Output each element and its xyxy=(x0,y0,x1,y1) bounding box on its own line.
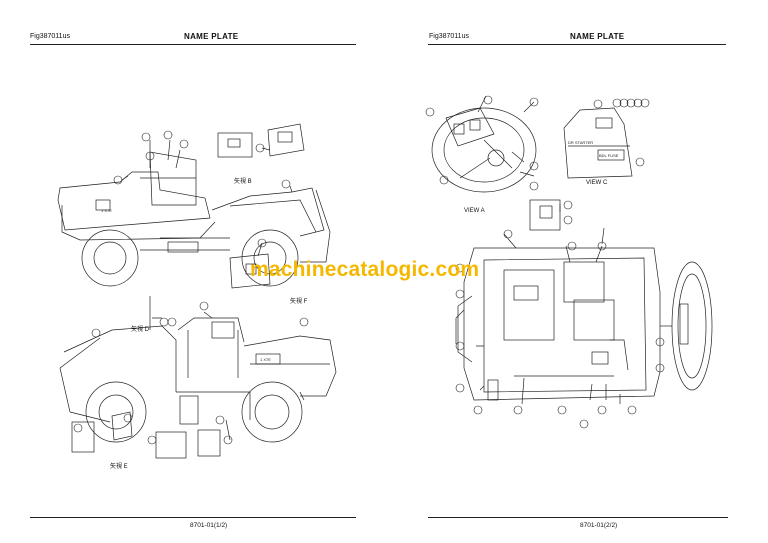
right-page-title: NAME PLATE xyxy=(570,32,625,41)
detail-plate-upper xyxy=(267,123,305,157)
view-label-a: VIEW A xyxy=(464,208,485,214)
view-label-b: 矢視 B xyxy=(234,179,252,185)
loader-side-view-lower: 1 X7E xyxy=(59,317,337,443)
right-page: Fig387011us NAME PLATE 8701-01(2/2) DR S… xyxy=(384,0,768,543)
left-page-title: NAME PLATE xyxy=(184,32,239,41)
right-header-rule xyxy=(428,44,726,45)
loader-side-view-upper: 1 X7E xyxy=(57,151,331,287)
bdl-fuse-label: BDL FUSE xyxy=(599,153,619,158)
view-e-plate-right xyxy=(155,431,187,459)
view-label-f: 矢視 F xyxy=(290,299,308,305)
left-page: Fig387011us NAME PLATE 8701-01(1/2) 1 X7… xyxy=(30,32,356,529)
right-footer-rule xyxy=(428,517,728,518)
view-f-plate-box xyxy=(229,253,271,289)
watermark-text: machinecatalogic.com xyxy=(250,258,480,281)
plate-label-upper: 1 X7E xyxy=(101,208,112,213)
right-fig-code: Fig387011us xyxy=(429,33,469,40)
plate-label-lower: 1 X7E xyxy=(260,357,271,362)
loader-top-view xyxy=(455,247,713,401)
left-footer-rule xyxy=(30,517,356,518)
view-label-d: 矢視 D xyxy=(131,327,150,333)
steering-wheel-view xyxy=(431,107,537,193)
view-label-c: VIEW C xyxy=(586,180,608,186)
left-fig-code: Fig387011us xyxy=(30,33,70,40)
right-drawing: DR STARTER BDL FUSE xyxy=(425,95,713,429)
view-c-panel xyxy=(563,107,633,179)
left-header-rule xyxy=(30,44,356,45)
view-a-plate xyxy=(529,199,561,231)
view-b-plate-box xyxy=(217,132,253,158)
right-footer-code: 8701-01(2/2) xyxy=(580,522,618,529)
left-footer-code: 8701-01(1/2) xyxy=(190,522,228,529)
left-drawing: 1 X7E 1 X7E xyxy=(57,123,337,459)
view-label-e: 矢視 E xyxy=(110,464,128,470)
dr-starter-label: DR STARTER xyxy=(568,140,593,145)
view-e-plate-left xyxy=(71,421,95,453)
